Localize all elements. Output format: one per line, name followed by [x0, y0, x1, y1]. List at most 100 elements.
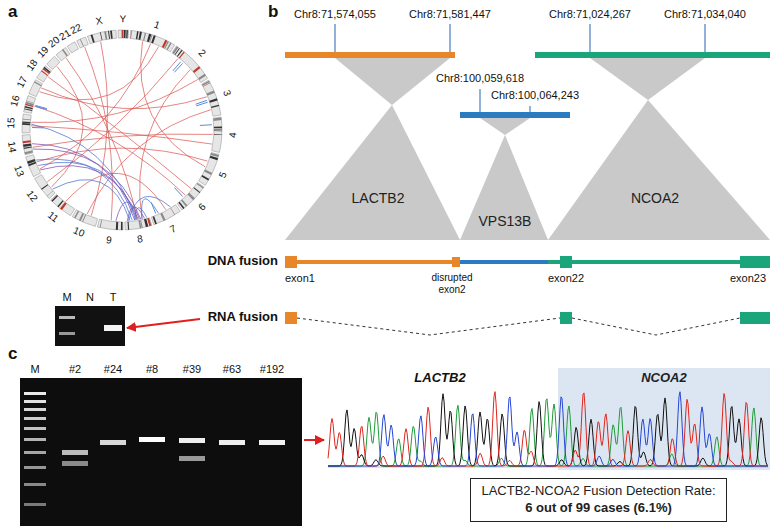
- genomic-coordinate: Chr8:71,024,267: [549, 8, 631, 21]
- genomic-coordinate: Chr8:100,059,618: [436, 72, 524, 85]
- exon-block: [452, 257, 460, 267]
- gel-image: [55, 306, 125, 346]
- row-label: DNA fusion: [208, 254, 278, 269]
- chromosome-label: 2: [196, 47, 208, 59]
- chromosome-ideogram: [130, 30, 175, 51]
- chromosome-label: 19: [35, 44, 51, 60]
- result-text: 6 out of 99 cases (6.1%): [525, 500, 672, 517]
- pcr-band: [179, 438, 205, 443]
- pcr-band: [179, 456, 205, 461]
- panel-letter: a: [8, 2, 17, 22]
- triangle-shape: [548, 100, 770, 240]
- chromatogram-trace: [328, 394, 768, 466]
- translocation-arc: [91, 42, 107, 216]
- triangle-fill: [548, 100, 770, 240]
- cytoband: [207, 90, 215, 95]
- cytoband: [130, 30, 131, 38]
- ladder-band: [24, 451, 46, 454]
- chromosome-ideogram: [87, 30, 116, 44]
- lane-label: #24: [104, 363, 122, 376]
- lane-label: #192: [260, 363, 284, 376]
- sequence-gene-label: NCOA2: [558, 368, 770, 386]
- chromosome-label: 8: [137, 233, 144, 245]
- cytoband: [124, 30, 126, 38]
- cytoband: [143, 33, 146, 41]
- intra-event-line: [151, 202, 155, 213]
- lane-label: M: [30, 363, 39, 376]
- exon-label: exon1: [285, 272, 315, 285]
- dna-orange-line: [285, 260, 455, 264]
- cytoband: [110, 31, 113, 39]
- coordinate-ticks: [335, 24, 705, 112]
- exon-block: [740, 256, 770, 268]
- chromosome-ideogram: [118, 30, 129, 38]
- translocation-arc: [85, 47, 113, 220]
- exon-block: [285, 312, 297, 324]
- chromosome-label: 12: [24, 188, 40, 204]
- chromosome-label: 6: [196, 201, 208, 213]
- gene-name: NCOA2: [631, 190, 679, 208]
- pcr-band: [259, 440, 285, 445]
- cytoband: [126, 30, 128, 38]
- pcr-band: [62, 450, 88, 455]
- zoom-wedge: [335, 58, 450, 105]
- chromosome-ideogram: [24, 96, 36, 114]
- panel-letter: b: [268, 2, 278, 22]
- cytoband: [24, 150, 32, 154]
- cytoband: [27, 159, 35, 164]
- lane-label: M: [62, 291, 71, 304]
- intra-event-line: [174, 63, 182, 72]
- chromosome-ideogram: [72, 210, 97, 227]
- cytoband: [23, 143, 31, 147]
- chromosome-label: X: [95, 15, 104, 28]
- ladder-band: [24, 427, 46, 430]
- cytoband: [138, 32, 141, 40]
- coordinate-tick: [334, 24, 335, 52]
- chromosome-label: 11: [46, 209, 61, 224]
- chromosome-label: 18: [24, 57, 40, 73]
- cytoband: [214, 127, 222, 129]
- cytoband: [79, 213, 84, 221]
- cytoband: [193, 187, 200, 193]
- chromosome-ideogram: [67, 42, 78, 53]
- cytoband: [214, 130, 222, 132]
- genomic-coordinate: Chr8:100,064,243: [491, 89, 579, 102]
- cytoband: [104, 31, 107, 39]
- result-box: LACTB2-NCOA2 Fusion Detection Rate:6 out…: [470, 478, 727, 522]
- row-label: RNA fusion: [208, 310, 278, 325]
- circos-plot: [22, 30, 222, 230]
- chromosome-label: 14: [6, 140, 19, 153]
- cytoband: [136, 31, 139, 39]
- cytoband: [214, 129, 222, 130]
- exon-block: [560, 312, 572, 324]
- chromosome-label: 16: [8, 94, 22, 108]
- cytoband: [144, 219, 148, 227]
- sequence-gene-label: LACTB2: [414, 371, 465, 386]
- gene-region-triangle: LACTB2: [285, 105, 460, 240]
- ladder-band: [24, 483, 46, 486]
- panel-letter: c: [8, 344, 17, 364]
- chromosome-label: 22: [69, 21, 84, 36]
- chromatogram-trace: [328, 392, 768, 466]
- result-text: LACTB2-NCOA2 Fusion Detection Rate:: [481, 483, 715, 500]
- cytoband: [202, 81, 210, 86]
- cytoband: [100, 220, 103, 228]
- genomic-coordinate: Chr8:71,034,040: [664, 8, 746, 21]
- exon-block: [740, 312, 770, 324]
- exon-block: [560, 256, 572, 268]
- exon-label: exon23: [730, 272, 766, 285]
- translocation-arc: [48, 77, 191, 189]
- genomic-coordinate: Chr8:71,574,055: [294, 8, 376, 21]
- lane-label: #2: [69, 363, 81, 376]
- cytoband: [44, 67, 51, 73]
- chromosome-label: 15: [5, 117, 17, 129]
- pcr-band: [139, 437, 165, 442]
- sequence-highlight: NCOA2: [558, 368, 770, 470]
- chromatogram: [328, 392, 768, 466]
- exon-label: exon22: [548, 272, 584, 285]
- coordinate-tick: [449, 24, 450, 52]
- triangle-shape: [285, 105, 460, 240]
- chromosome-label: 17: [14, 74, 29, 89]
- gene-region-triangle: NCOA2: [548, 100, 770, 240]
- pcr-band: [219, 440, 245, 445]
